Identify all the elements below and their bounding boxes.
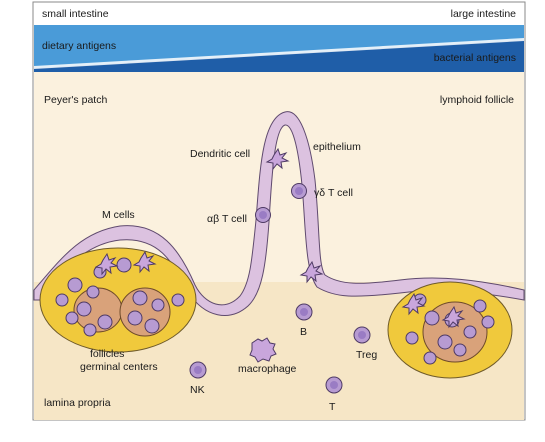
macrophage-icon [249,337,277,363]
gd-t-cell-label: γδ T cell [314,187,353,199]
dendritic-cells [94,147,466,363]
macrophage-label: macrophage [238,363,297,375]
lymphoid-follicle [387,281,513,379]
follicles-label: follicles [90,348,124,360]
cell-nuclei [194,187,366,389]
nk-label: NK [190,384,205,396]
lumen-area [34,72,524,282]
large-intestine-label: large intestine [451,8,517,20]
header-strip [34,3,524,25]
dendritic-cell-label: Dendritic cell [190,148,250,160]
m-cells-label: M cells [102,209,135,221]
germinal-centers-label: germinal centers [80,361,158,373]
antigen-band [34,25,524,72]
lymphoid-follicle-label: lymphoid follicle [440,94,514,106]
b-label: B [300,326,307,338]
small-intestine-label: small intestine [42,8,109,20]
bacterial-antigens-label: bacterial antigens [434,52,516,64]
epithelium-label: epithelium [313,141,361,153]
treg-label: Treg [356,349,377,361]
peyers-patch-label: Peyer's patch [44,94,107,106]
epithelium-layer [33,111,525,316]
ab-t-cell-label: αβ T cell [207,213,247,225]
t-label: T [329,401,336,413]
dietary-antigens-label: dietary antigens [42,40,116,52]
lamina-propria-label: lamina propria [44,397,111,409]
